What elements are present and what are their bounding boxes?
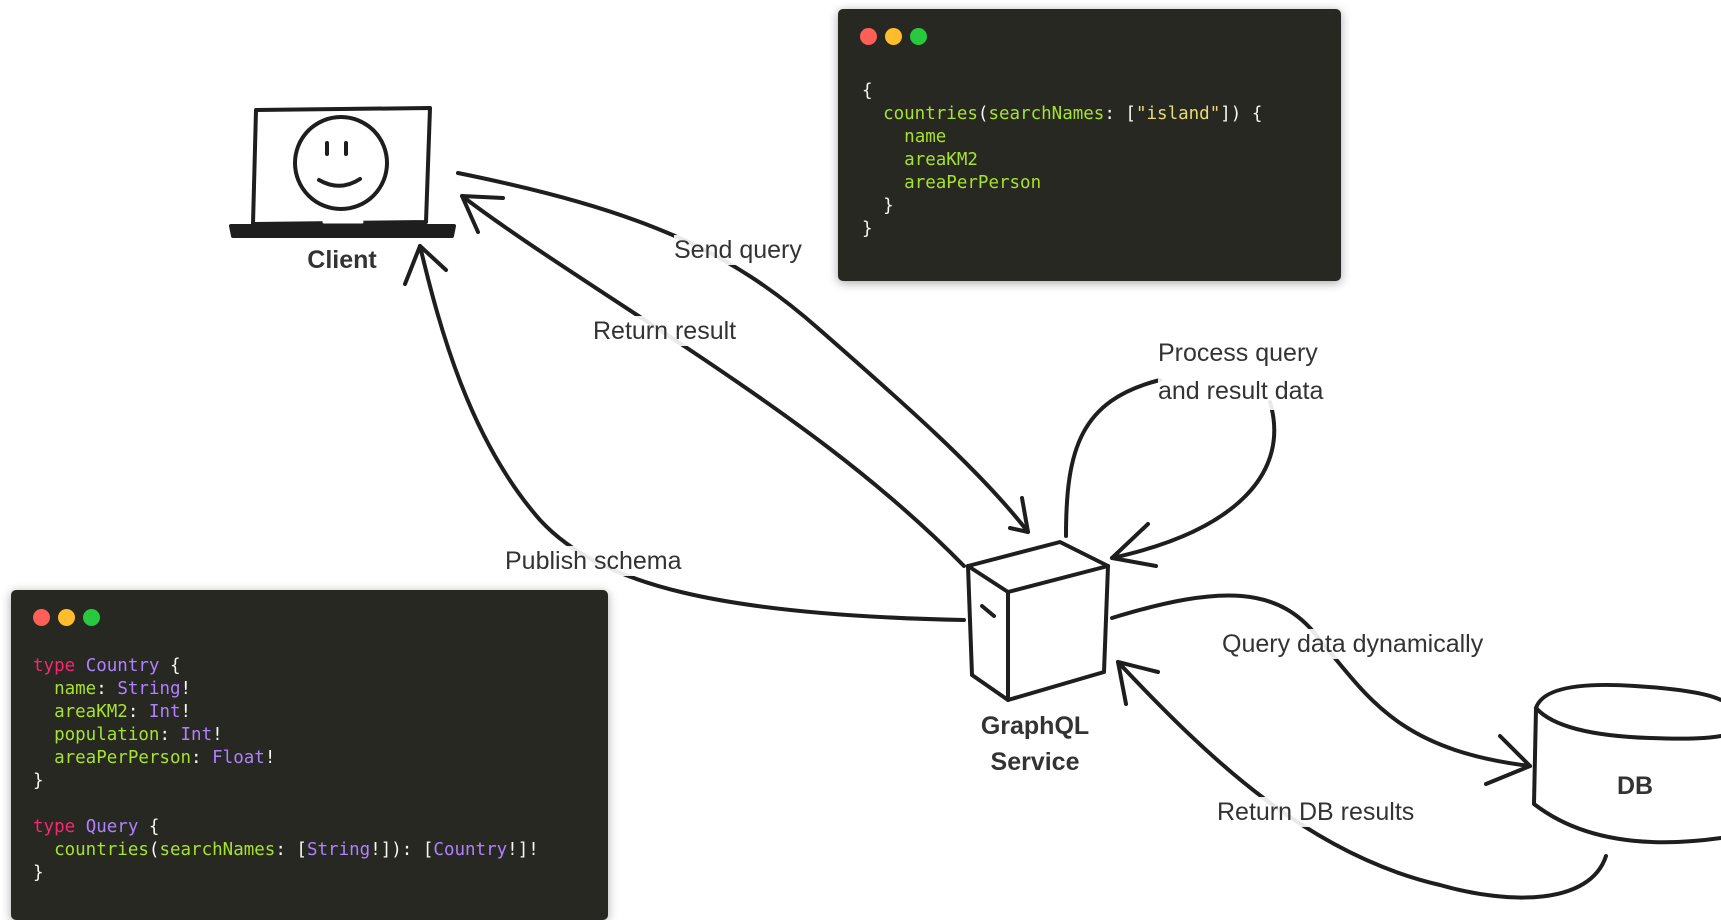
- code-field-type: Country: [433, 840, 508, 860]
- publish-schema-label: Publish schema: [505, 546, 682, 576]
- minimize-dot-icon: [885, 28, 902, 45]
- code-field: name: [904, 127, 947, 147]
- code-field: areaKM2: [54, 702, 128, 722]
- client-label: Client: [307, 246, 377, 274]
- code-type-name: Country: [85, 656, 160, 676]
- server-icon: [966, 540, 1110, 702]
- process-query-label: Process query and result data: [1158, 334, 1324, 410]
- code-arg-value: "island": [1135, 104, 1221, 124]
- code-open-brace: {: [862, 81, 873, 101]
- code-close-outer: }: [862, 219, 873, 239]
- publish-schema-arrow: [403, 244, 966, 622]
- code-type-name: Query: [85, 817, 139, 837]
- process-query-loop-arrow: [1064, 378, 1277, 568]
- send-query-label: Send query: [674, 235, 802, 265]
- code-field: countries: [54, 840, 149, 860]
- graphql-service-label-line1: GraphQL: [980, 712, 1090, 740]
- return-db-label: Return DB results: [1217, 797, 1415, 827]
- maximize-dot-icon: [910, 28, 927, 45]
- code-field-type: String: [306, 840, 371, 860]
- return-result-arrow: [460, 194, 966, 568]
- window-controls: [33, 609, 108, 626]
- return-db-results-arrow: [1116, 660, 1608, 900]
- code-keyword: type: [33, 656, 76, 676]
- code-field-type: Int: [180, 725, 213, 745]
- process-query-label-line2: and result data: [1158, 372, 1324, 410]
- graphql-service-label-line2: Service: [990, 748, 1080, 776]
- schema-code: type Country { name: String! areaKM2: In…: [33, 656, 539, 883]
- code-keyword: type: [33, 817, 76, 837]
- code-field-type: Int: [148, 702, 181, 722]
- window-controls: [860, 28, 935, 45]
- code-close-inner: }: [883, 196, 894, 216]
- code-field: areaPerPerson: [904, 173, 1042, 193]
- laptop-icon: [229, 106, 456, 238]
- code-field: areaPerPerson: [54, 748, 192, 768]
- code-field: areaKM2: [904, 150, 978, 170]
- query-data-arrow: [1110, 593, 1532, 786]
- code-field-type: Float: [212, 748, 265, 768]
- query-code: { countries(searchNames: ["island"]) { n…: [862, 81, 1263, 239]
- send-query-arrow: [456, 171, 1030, 534]
- code-arg-name: searchNames: [159, 840, 276, 860]
- graphql-service-label: GraphQL Service: [950, 708, 1120, 780]
- close-dot-icon: [33, 609, 50, 626]
- query-data-label: Query data dynamically: [1222, 629, 1484, 659]
- maximize-dot-icon: [83, 609, 100, 626]
- return-result-label: Return result: [593, 316, 737, 346]
- code-arg-name: searchNames: [988, 104, 1105, 124]
- query-code-window: { countries(searchNames: ["island"]) { n…: [838, 9, 1341, 281]
- process-query-label-line1: Process query: [1158, 334, 1324, 372]
- code-field-type: String: [117, 679, 181, 699]
- database-icon: [1532, 682, 1721, 845]
- close-dot-icon: [860, 28, 877, 45]
- code-root-field: countries: [883, 104, 978, 124]
- minimize-dot-icon: [58, 609, 75, 626]
- db-label: DB: [1616, 772, 1654, 800]
- code-field: name: [54, 679, 97, 699]
- code-field: population: [54, 725, 160, 745]
- schema-code-window: type Country { name: String! areaKM2: In…: [11, 590, 608, 920]
